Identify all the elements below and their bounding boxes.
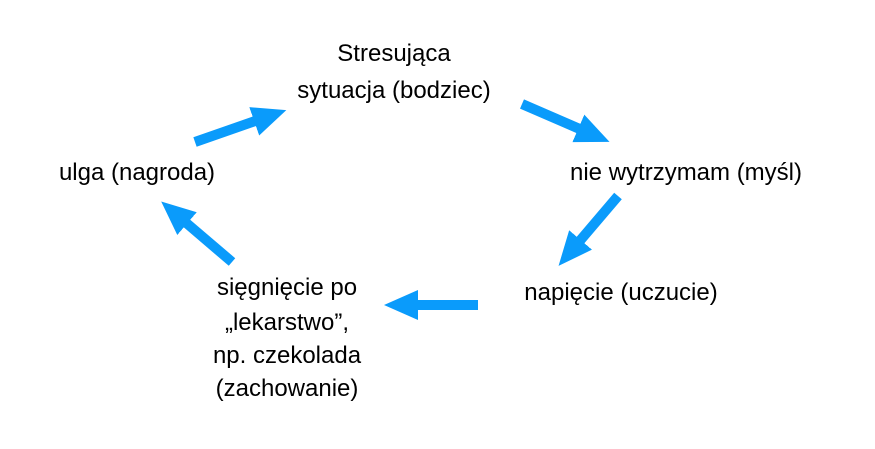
node-reward: ulga (nagroda) [59,159,215,186]
node-behavior-line4: (zachowanie) [216,375,359,402]
node-behavior-line2: „lekarstwo”, [225,309,349,336]
node-behavior-line3: np. czekolada [213,342,362,369]
node-stimulus-line2: sytuacja (bodziec) [297,77,490,104]
node-stimulus-line1: Stresująca [337,40,451,67]
arrow-stimulus-to-thought [520,99,610,143]
arrow-reward-to-stimulus [193,107,287,147]
arrow-behavior-to-reward [161,201,236,266]
node-behavior-line1: sięgnięcie po [217,274,357,301]
node-thought: nie wytrzymam (myśl) [570,159,802,186]
arrow-thought-to-feeling [558,192,622,266]
node-feeling: napięcie (uczucie) [524,279,717,306]
